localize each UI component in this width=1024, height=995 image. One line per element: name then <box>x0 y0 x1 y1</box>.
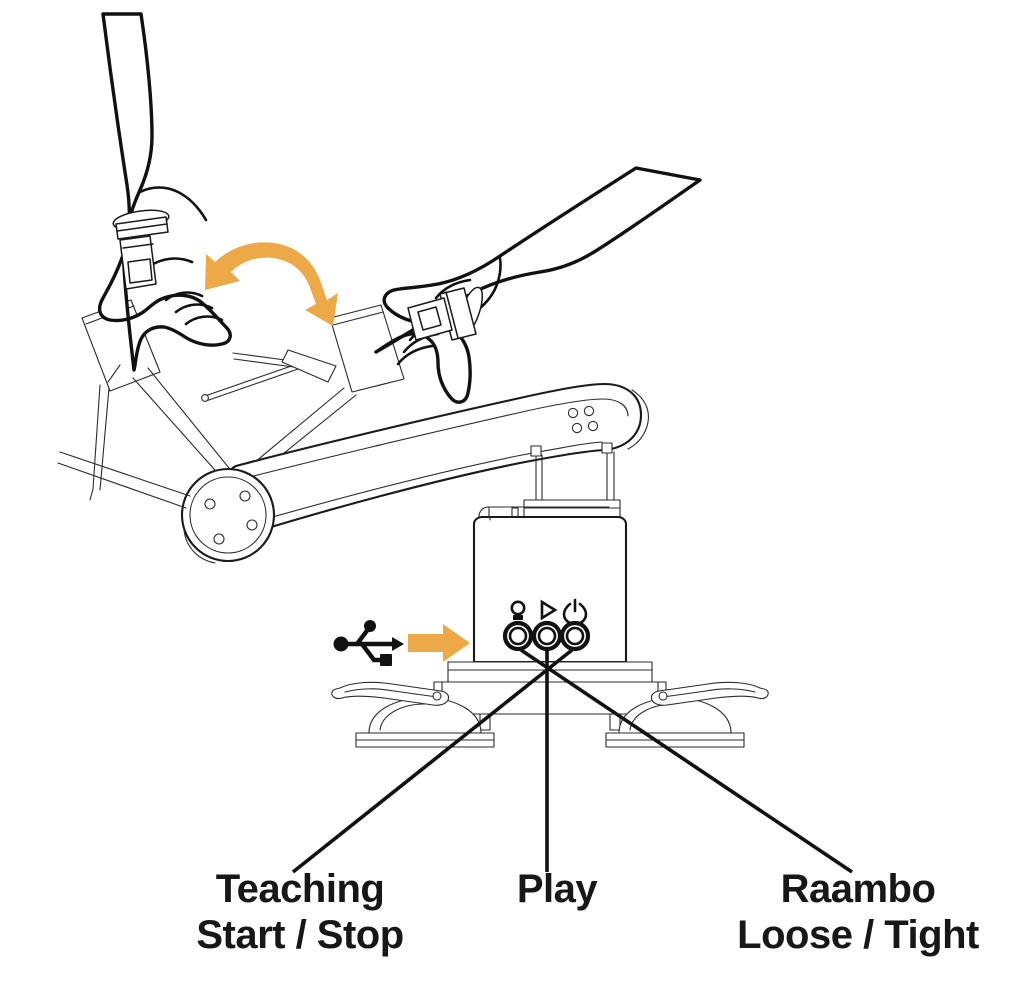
label-raambo-line1: Raambo <box>781 867 936 911</box>
leader-line-raambo <box>519 648 854 874</box>
button-icon-record-teach <box>510 600 526 620</box>
bidirectional-curved-arrow <box>205 242 338 326</box>
label-raambo-line2: Loose / Tight <box>737 913 979 957</box>
label-teaching-line2: Start / Stop <box>196 913 403 957</box>
hand-gripping-end-effector-right <box>374 166 702 404</box>
usb-connection-arrow <box>408 624 470 662</box>
suction-cup-base <box>331 661 769 748</box>
control-button-teaching[interactable] <box>502 620 534 652</box>
button-icon-play <box>540 599 558 621</box>
control-button-play[interactable] <box>531 620 563 652</box>
hand-gripping-end-effector-left <box>97 12 232 372</box>
leader-line-teaching <box>291 648 574 874</box>
control-button-raambo[interactable] <box>559 620 591 652</box>
robot-forearm-ghost-pose <box>81 299 302 501</box>
label-teaching-line1: Teaching <box>216 867 385 911</box>
usb-icon <box>333 620 404 666</box>
end-effector-knob-left <box>112 209 170 290</box>
leader-lines <box>291 648 854 874</box>
robot-elbow-joint <box>180 467 276 564</box>
robot-forearm-current-pose <box>232 304 405 480</box>
robot-lower-link-left <box>57 451 191 509</box>
end-effector-knob-right <box>407 286 484 341</box>
label-play-line1: Play <box>517 867 599 911</box>
